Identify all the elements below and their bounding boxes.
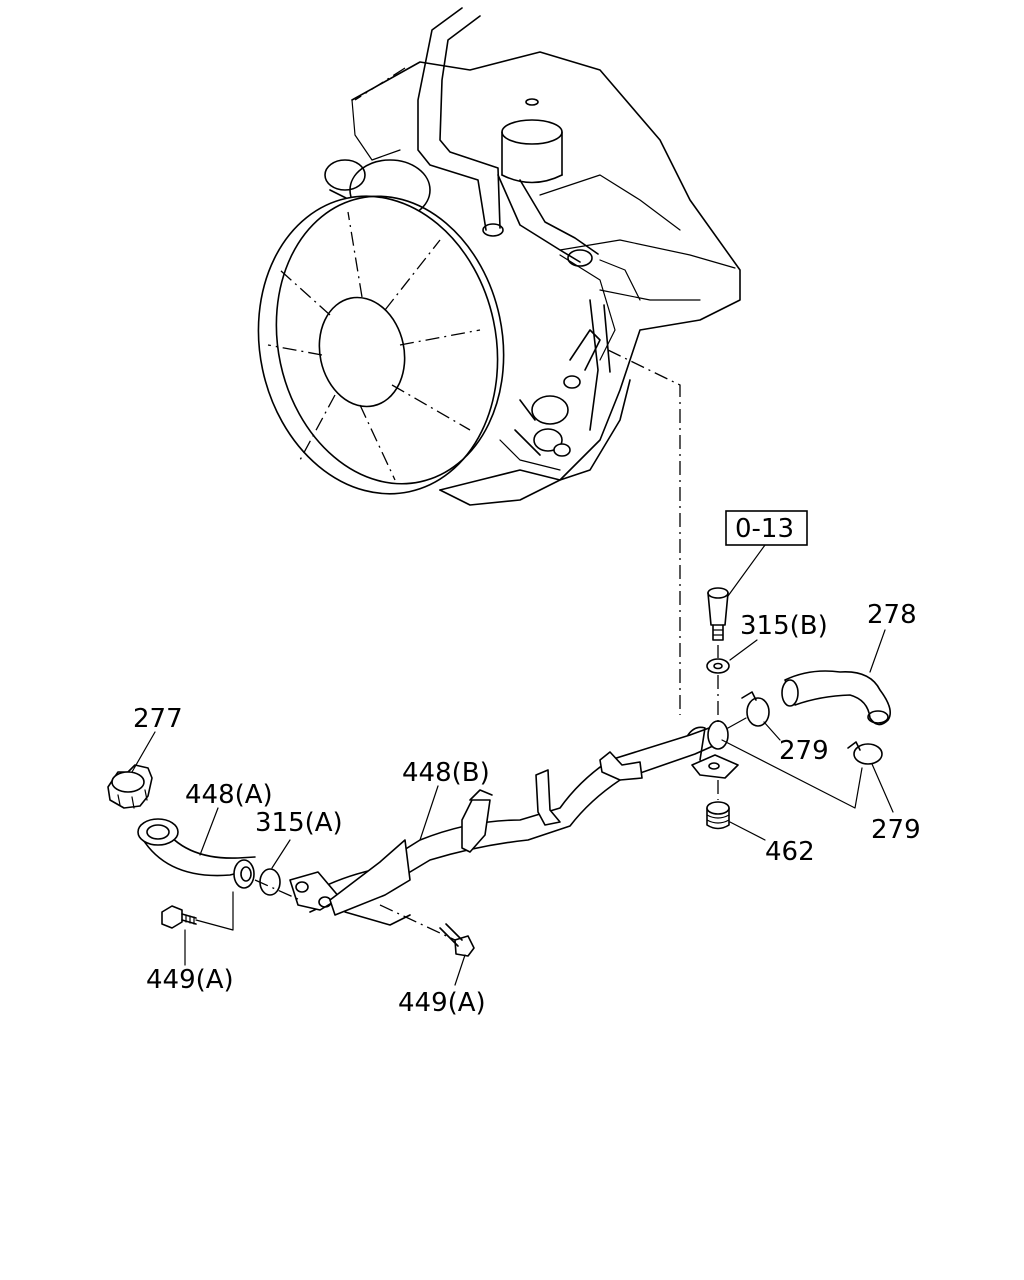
label-448b: 448(B) xyxy=(402,758,490,788)
label-279-upper: 279 xyxy=(779,736,829,766)
bolt-0-13 xyxy=(707,587,729,641)
label-315b: 315(B) xyxy=(740,611,828,641)
oring-315a xyxy=(259,868,281,896)
label-277: 277 xyxy=(133,704,183,734)
clamp-279-lower xyxy=(847,741,883,765)
pipe-448b xyxy=(289,720,739,926)
label-leaders xyxy=(131,544,894,986)
bolt-449a-mid xyxy=(439,923,475,957)
washer-315b xyxy=(706,658,730,674)
label-279-lower: 279 xyxy=(871,815,921,845)
label-462: 462 xyxy=(765,837,815,867)
pipe-448a xyxy=(137,818,256,889)
leader-315a xyxy=(254,879,301,901)
label-448a: 448(A) xyxy=(185,780,273,810)
cap-277 xyxy=(107,764,153,809)
grommet-462 xyxy=(706,801,730,830)
leader-449a-left xyxy=(195,891,234,931)
ref-box-frame xyxy=(725,510,808,546)
label-449a-mid: 449(A) xyxy=(398,988,486,1018)
label-449a-left: 449(A) xyxy=(146,965,234,995)
engine-assembly xyxy=(257,7,741,715)
leader-449a-mid xyxy=(379,904,456,941)
bolt-449a-left xyxy=(161,905,197,929)
hose-278 xyxy=(781,670,891,726)
label-315a: 315(A) xyxy=(255,808,343,838)
leader-hose-upper xyxy=(727,717,747,729)
clamp-279-upper xyxy=(741,691,770,727)
ref-box-label: 0-13 xyxy=(735,514,794,544)
leader-hose-axis xyxy=(721,739,863,809)
label-278: 278 xyxy=(867,600,917,630)
